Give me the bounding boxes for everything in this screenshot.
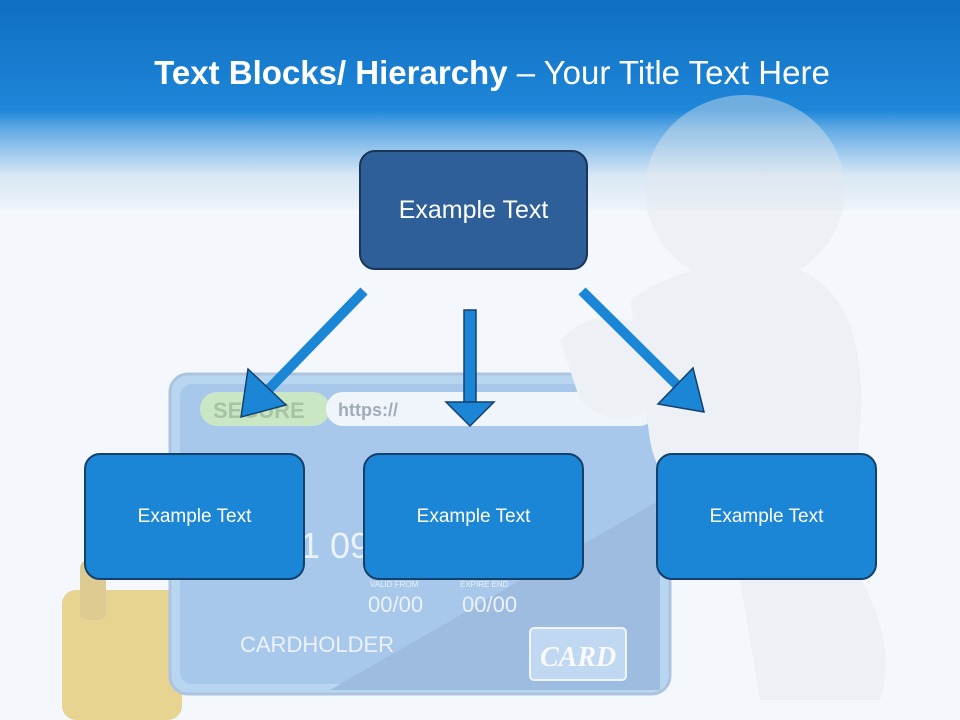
arrow-middle xyxy=(444,309,496,428)
title-rest: Your Title Text Here xyxy=(543,54,830,91)
hierarchy-child-label-2: Example Text xyxy=(416,505,531,527)
valid-from-label: VALID FROM xyxy=(370,580,419,589)
hierarchy-child-box-2[interactable]: Example Text xyxy=(363,453,584,580)
page-title: Text Blocks/ Hierarchy – Your Title Text… xyxy=(0,54,960,92)
valid-from-value: 00/00 xyxy=(368,592,423,617)
title-bold: Text Blocks/ Hierarchy xyxy=(154,54,508,91)
hierarchy-top-label: Example Text xyxy=(398,195,549,224)
expire-end-value: 00/00 xyxy=(462,592,517,617)
hierarchy-child-label-1: Example Text xyxy=(137,505,252,527)
card-text: CARD xyxy=(540,642,616,673)
url-text: https:// xyxy=(338,400,398,420)
hierarchy-child-label-3: Example Text xyxy=(709,505,824,527)
title-dash: – xyxy=(507,54,544,91)
arrow-right xyxy=(578,287,706,413)
hierarchy-child-box-3[interactable]: Example Text xyxy=(656,453,877,580)
hierarchy-child-box-1[interactable]: Example Text xyxy=(84,453,305,580)
arrow-left xyxy=(240,287,368,419)
cardholder-text: CARDHOLDER xyxy=(240,632,394,657)
hierarchy-top-box[interactable]: Example Text xyxy=(359,150,588,270)
url-bar xyxy=(326,392,656,426)
card-number-fragment: 1 09 xyxy=(300,525,370,566)
expire-end-label: EXPIRE END xyxy=(460,580,509,589)
